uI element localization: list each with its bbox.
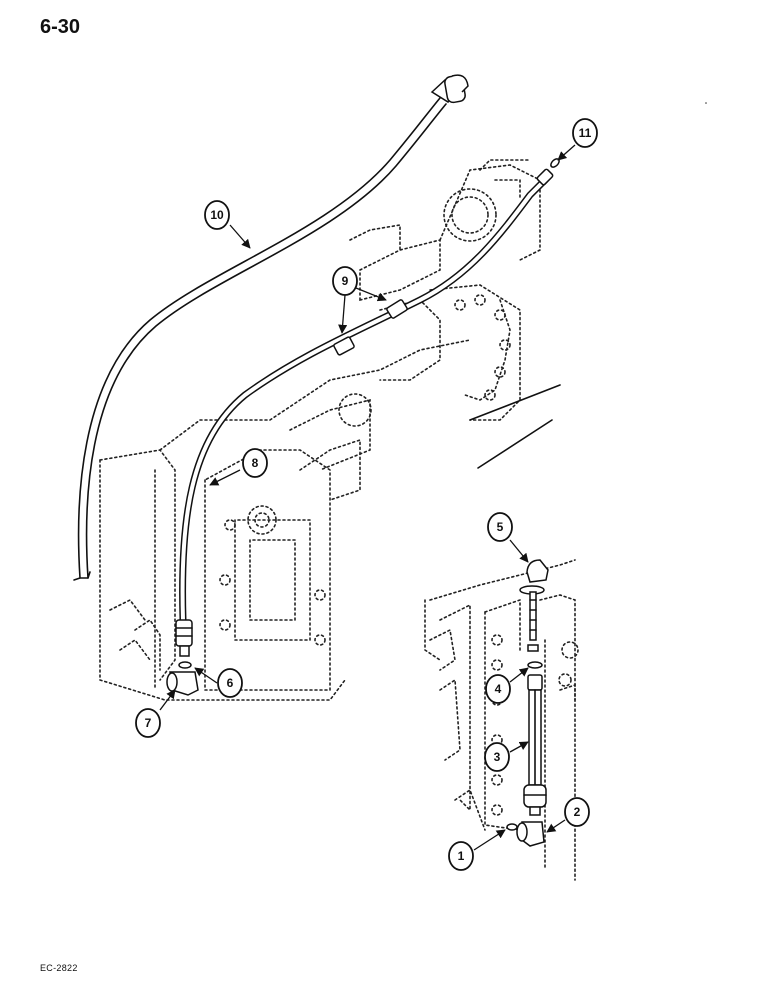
- callout-6: 6: [217, 668, 243, 698]
- filler-assembly: [506, 559, 549, 847]
- o-ring-part-1: [506, 823, 518, 831]
- cap-part-5: [526, 559, 549, 583]
- callout-1: 1: [448, 841, 474, 871]
- tube-assembly: [179, 158, 560, 624]
- svg-text:8: 8: [252, 456, 259, 470]
- document-code: EC-2822: [40, 963, 78, 973]
- svg-text:10: 10: [210, 208, 224, 222]
- callout-4: 4: [485, 674, 511, 704]
- callout-5: 5: [487, 512, 513, 542]
- svg-text:9: 9: [342, 274, 349, 288]
- svg-text:11: 11: [579, 126, 592, 140]
- callout-10: 10: [204, 200, 230, 230]
- callout-2: 2: [564, 797, 590, 827]
- o-ring-part-4: [527, 661, 543, 669]
- dipstick-part-10: [73, 74, 469, 581]
- callout-7: 7: [135, 708, 161, 738]
- lower-fitting-left: [166, 619, 199, 696]
- page-number: 6-30: [40, 16, 81, 38]
- callout-9: 9: [332, 266, 358, 296]
- callout-3: 3: [484, 742, 510, 772]
- svg-text:7: 7: [145, 716, 152, 730]
- o-ring-part-6: [178, 661, 192, 669]
- svg-text:1: 1: [458, 849, 465, 863]
- svg-text:3: 3: [494, 750, 501, 764]
- svg-text:5: 5: [497, 520, 504, 534]
- svg-text:4: 4: [495, 682, 502, 696]
- svg-text:2: 2: [574, 805, 581, 819]
- leader-lines: [159, 144, 576, 851]
- callout-11: 11: [572, 118, 598, 148]
- callout-8: 8: [242, 448, 268, 478]
- sleeve-part-9a: [333, 336, 355, 356]
- svg-text:6: 6: [227, 676, 234, 690]
- sleeve-part-9b: [386, 299, 408, 319]
